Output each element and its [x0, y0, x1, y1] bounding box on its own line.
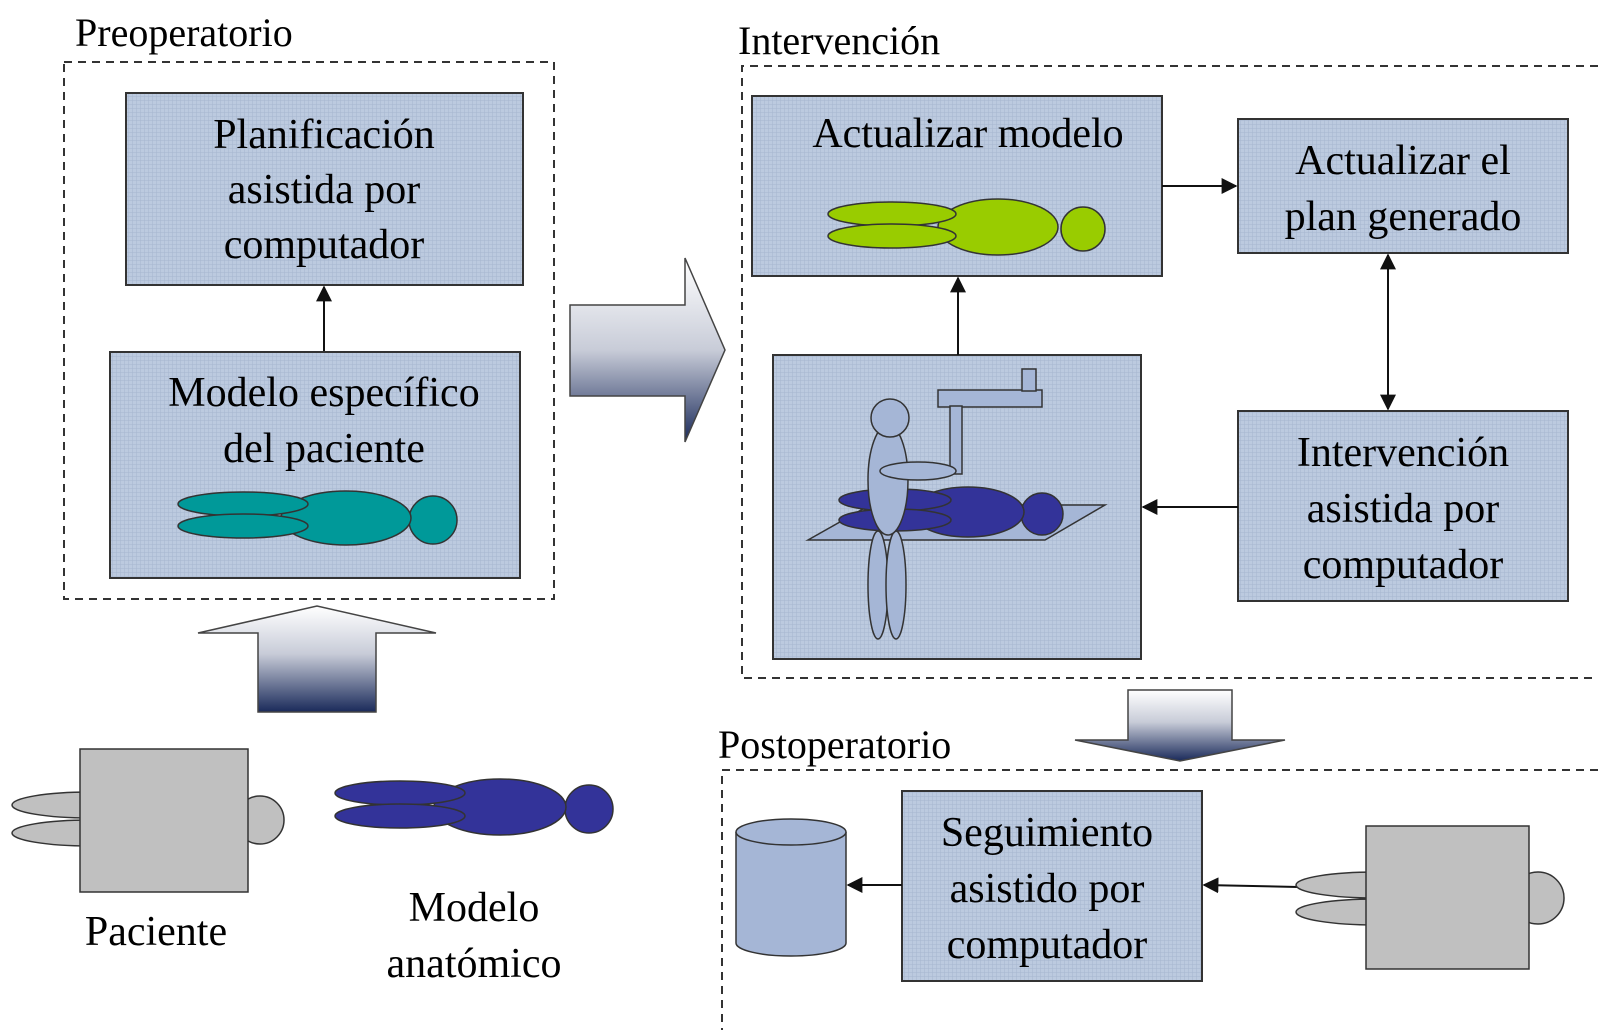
actualizar-modelo-box: Actualizar modelo [751, 95, 1163, 277]
actualizar-plan-line-1: Actualizar el [1295, 138, 1511, 184]
anatomic-model-navy-icon [334, 778, 614, 836]
big-arrow-up-icon [197, 605, 437, 713]
planificacion-box: Planificación asistida por computador [125, 92, 524, 286]
caption-paciente: Paciente [85, 909, 227, 955]
postoperatorio-group [721, 769, 1598, 1030]
planificacion-line-3: computador [224, 222, 425, 268]
patient-model-teal-icon [177, 490, 458, 546]
surgical-lamp-icon [937, 368, 1043, 475]
section-title-preoperatorio: Preoperatorio [75, 10, 293, 55]
seguimiento-box: Seguimiento asistido por computador [901, 790, 1203, 982]
intervencion-group [741, 65, 1598, 679]
modelo-especifico-line-1: Modelo específico [168, 370, 479, 416]
planificacion-line-1: Planificación [213, 112, 435, 158]
actualizar-plan-box: Actualizar el plan generado [1237, 118, 1569, 254]
intervencion-asistida-line-3: computador [1303, 542, 1504, 588]
actualizar-modelo-line-1: Actualizar modelo [812, 111, 1123, 157]
caption-modelo-anatomico-line-2: anatómico [387, 941, 562, 987]
section-title-postoperatorio: Postoperatorio [718, 722, 951, 767]
modelo-especifico-line-2: del paciente [223, 426, 425, 472]
connector-patient-to-seguimiento [1202, 877, 1299, 894]
intervencion-asistida-box: Intervención asistida por computador [1237, 410, 1569, 602]
big-arrow-right-icon [569, 257, 726, 443]
modelo-especifico-box: Modelo específico del paciente [109, 351, 521, 579]
patient-model-green-icon [827, 198, 1106, 256]
patient-gray-icon [11, 748, 285, 893]
seguimiento-line-3: computador [947, 922, 1148, 968]
operating-room-box [772, 354, 1142, 660]
intervencion-asistida-line-1: Intervención [1297, 430, 1509, 476]
section-title-intervencion: Intervención [738, 18, 940, 63]
planificacion-line-2: asistida por [228, 167, 420, 213]
database-cylinder-icon [735, 818, 847, 957]
preoperatorio-group [63, 61, 555, 600]
actualizar-plan-line-2: plan generado [1285, 194, 1522, 240]
seguimiento-line-2: asistido por [950, 866, 1145, 912]
patient-gray-postop-icon [1295, 825, 1565, 970]
intervencion-asistida-line-2: asistida por [1307, 486, 1499, 532]
seguimiento-line-1: Seguimiento [941, 810, 1153, 856]
big-arrow-down-icon [1074, 689, 1286, 762]
caption-modelo-anatomico-line-1: Modelo [409, 885, 540, 931]
surgeon-icon [867, 398, 957, 640]
